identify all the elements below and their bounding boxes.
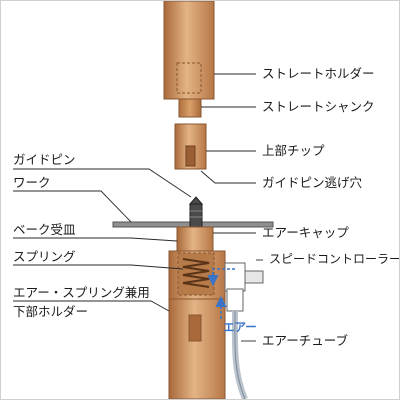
- label-spring: スプリング: [13, 249, 76, 264]
- label-straight-holder: ストレートホルダー: [262, 66, 375, 81]
- label-lower-holder-line2: 下部ホルダー: [13, 304, 88, 319]
- speed-controller-fitting-icon: [224, 262, 264, 312]
- label-lower-holder-line1: エアー・スプリング兼用: [13, 285, 150, 300]
- label-upper-tip: 上部チップ: [262, 143, 325, 158]
- label-bake-tray: ベーク受皿: [13, 222, 76, 237]
- spring: [182, 258, 210, 288]
- lower-holder: [168, 250, 226, 399]
- label-guide-pin: ガイドピン: [13, 152, 76, 167]
- label-work: ワーク: [13, 175, 51, 190]
- upper-tip: [174, 123, 207, 170]
- air-flow-arrow-icon: [207, 268, 235, 319]
- label-air-tube: エアーチューブ: [262, 333, 349, 348]
- label-air-cap: エアーキャップ: [262, 225, 349, 240]
- straight-shank: [178, 98, 202, 118]
- label-straight-shank: ストレートシャンク: [262, 99, 375, 114]
- air-cap: [176, 226, 214, 252]
- label-air-flow: エアー: [223, 320, 257, 334]
- straight-holder: [163, 1, 215, 100]
- label-speed-controller: スピードコントローラー: [269, 252, 399, 266]
- leader-lines: [13, 73, 263, 342]
- label-guide-pin-hole: ガイドピン逃げ穴: [262, 175, 363, 190]
